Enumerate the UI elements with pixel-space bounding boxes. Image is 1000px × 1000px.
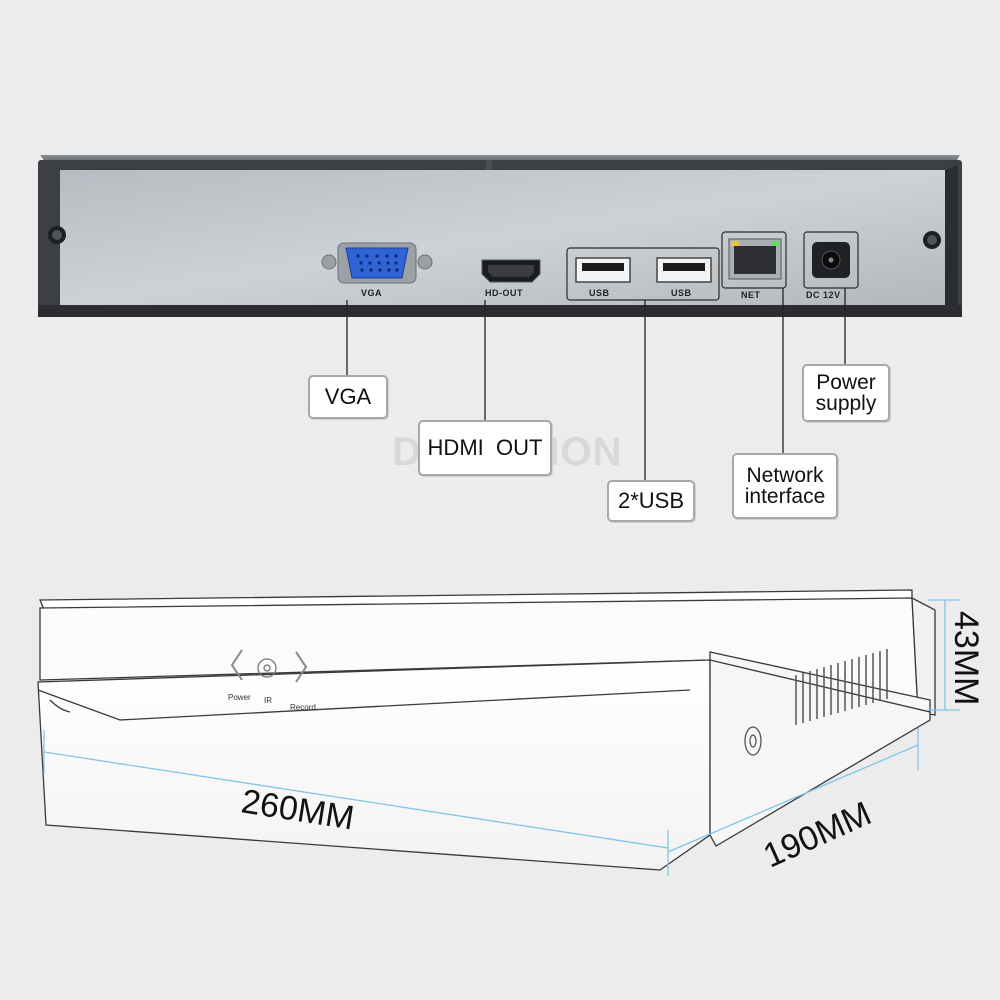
callout-power: Power supply — [802, 364, 890, 422]
callout-usb: 2*USB — [607, 480, 695, 522]
callout-power-line2: supply — [815, 392, 877, 415]
vga-port: VGA — [321, 242, 433, 298]
front-ir-label: IR — [264, 696, 272, 705]
callout-network-line2: interface — [744, 485, 826, 508]
front-record-label: Record — [290, 703, 316, 712]
usb-port-1-label: USB — [589, 288, 610, 298]
usb-port-2: USB — [656, 257, 712, 298]
height-dimension: 43MM — [947, 611, 985, 705]
hdmi-port: HD-OUT — [481, 259, 541, 298]
callout-usb-text: 2*USB — [617, 488, 685, 513]
net-port: NET — [721, 231, 787, 300]
callout-hdmi: HDMI OUT — [418, 420, 552, 476]
dimension-lines — [43, 599, 960, 876]
usb-group-outline — [566, 247, 720, 301]
dc-port-label: DC 12V — [806, 290, 841, 300]
dc-power-port: DC 12V — [803, 231, 859, 300]
vga-port-label: VGA — [361, 288, 382, 298]
callout-power-line1: Power — [816, 371, 876, 394]
front-power-label: Power — [228, 693, 251, 702]
front-view-drawing — [37, 589, 936, 871]
usb-port-2-label: USB — [671, 288, 692, 298]
usb-port-1: USB — [575, 257, 631, 298]
callout-network-line1: Network — [746, 464, 824, 487]
callout-lines — [346, 288, 846, 482]
hdmi-port-label: HD-OUT — [485, 288, 523, 298]
net-port-label: NET — [741, 290, 761, 300]
callout-vga-text: VGA — [324, 384, 372, 409]
callout-vga: VGA — [308, 375, 388, 419]
callout-hdmi-text: HDMI OUT — [427, 435, 543, 460]
callout-network: Network interface — [732, 453, 838, 519]
